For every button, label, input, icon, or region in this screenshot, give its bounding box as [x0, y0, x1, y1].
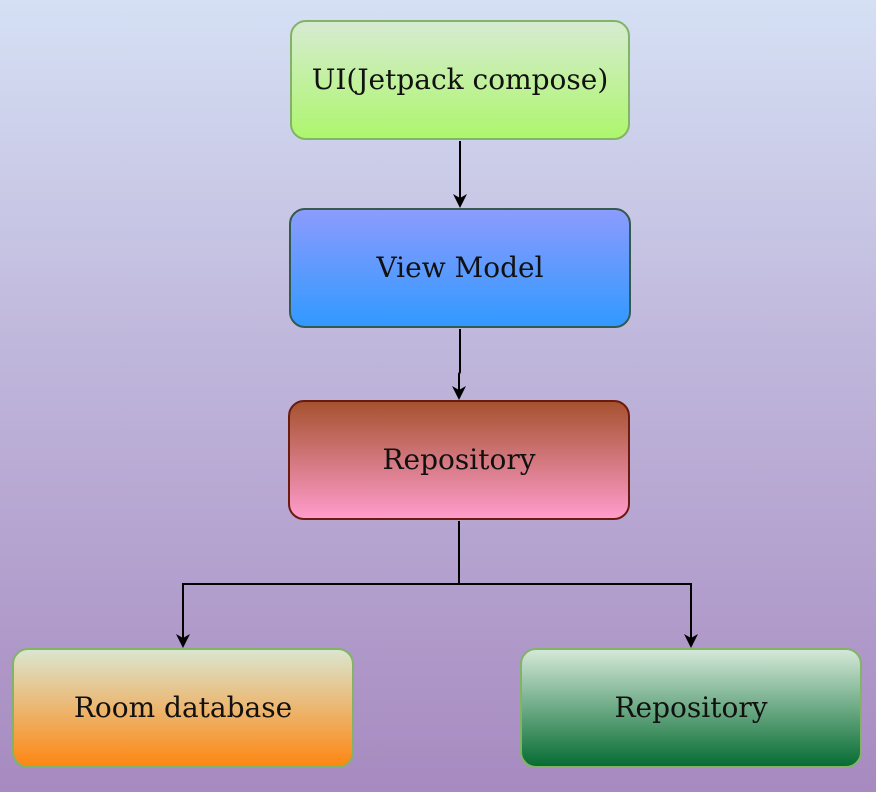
repository-node: Repository: [288, 400, 630, 520]
ui-node-label: UI(Jetpack compose): [311, 62, 609, 96]
room-database-node: Room database: [12, 648, 354, 768]
edge-viewmodel-to-repository: [452, 329, 466, 400]
ui-jetpack-compose-node: UI(Jetpack compose): [290, 20, 630, 140]
edge-repository-to-room-database: [176, 521, 460, 648]
remote-repository-node: Repository: [520, 648, 862, 768]
repository-node-label: Repository: [382, 442, 536, 476]
room-database-node-label: Room database: [73, 690, 293, 724]
edge-repository-to-remote-repository: [459, 583, 698, 648]
view-model-node-label: View Model: [376, 250, 544, 284]
view-model-node: View Model: [289, 208, 631, 328]
remote-repository-node-label: Repository: [614, 690, 768, 724]
